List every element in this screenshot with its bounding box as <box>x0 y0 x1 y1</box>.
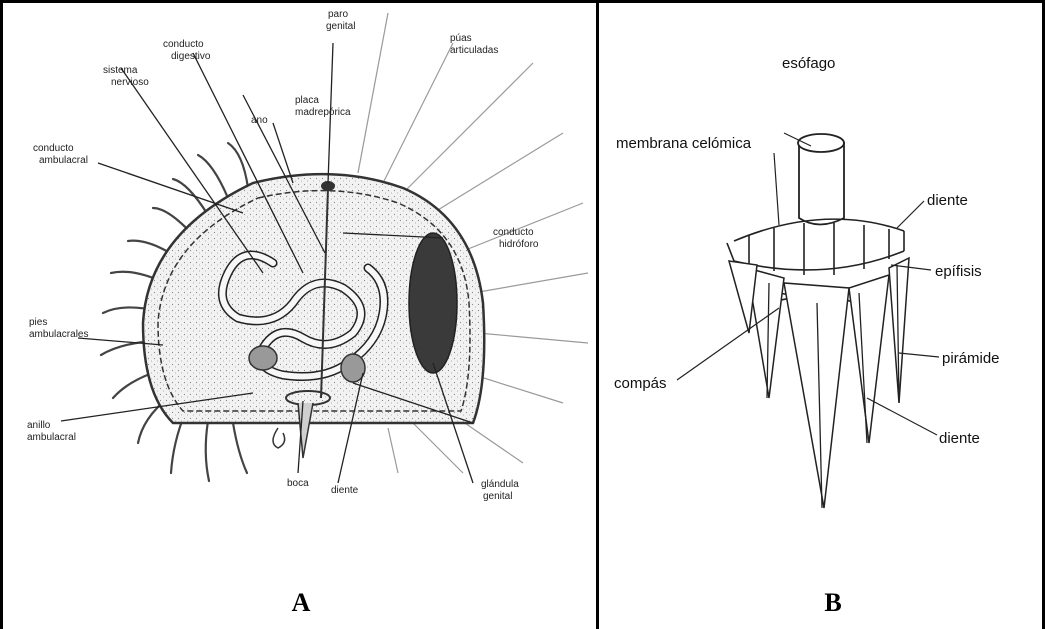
genital-gland <box>409 233 457 373</box>
lantern-diagram: esófago membrana celómica diente epífisi… <box>599 3 1042 629</box>
label-pies-ambulacrales: pies ambulacrales <box>29 317 88 340</box>
label-placa-madreporica: placa madrepórica <box>295 95 351 118</box>
panel-a: paro genital púas articuladas conducto d… <box>3 3 596 629</box>
label-compas: compás <box>614 375 667 392</box>
caption-b: B <box>803 588 863 618</box>
sea-urchin-diagram: paro genital púas articuladas conducto d… <box>3 3 596 629</box>
label-piramide: pirámide <box>942 350 1000 367</box>
label-boca: boca <box>287 478 309 489</box>
label-anillo-ambulacral: anillo ambulacral <box>27 420 76 443</box>
label-puas-articuladas: púas articuladas <box>450 33 498 56</box>
label-diente-bottom: diente <box>939 430 980 447</box>
label-epifisis: epífisis <box>935 263 982 280</box>
label-esofago: esófago <box>782 55 835 72</box>
label-conducto-hidroforo: conducto hidróforo <box>493 227 539 250</box>
panel-b: esófago membrana celómica diente epífisi… <box>599 3 1042 629</box>
caption-a: A <box>271 588 331 618</box>
esophagus <box>798 134 844 225</box>
label-diente: diente <box>331 485 359 496</box>
label-conducto-digestivo: conducto digestivo <box>163 39 211 62</box>
label-conducto-ambulacral: conducto ambulacral <box>33 143 88 166</box>
label-diente-top: diente <box>927 192 968 209</box>
label-sistema-nervioso: sistema nervioso <box>103 65 149 88</box>
label-glandula-genital: glándula genital <box>481 479 522 502</box>
label-membrana-celomica: membrana celómica <box>616 135 752 152</box>
label-paro-genital: paro genital <box>326 9 355 32</box>
label-ano: ano <box>251 115 268 126</box>
